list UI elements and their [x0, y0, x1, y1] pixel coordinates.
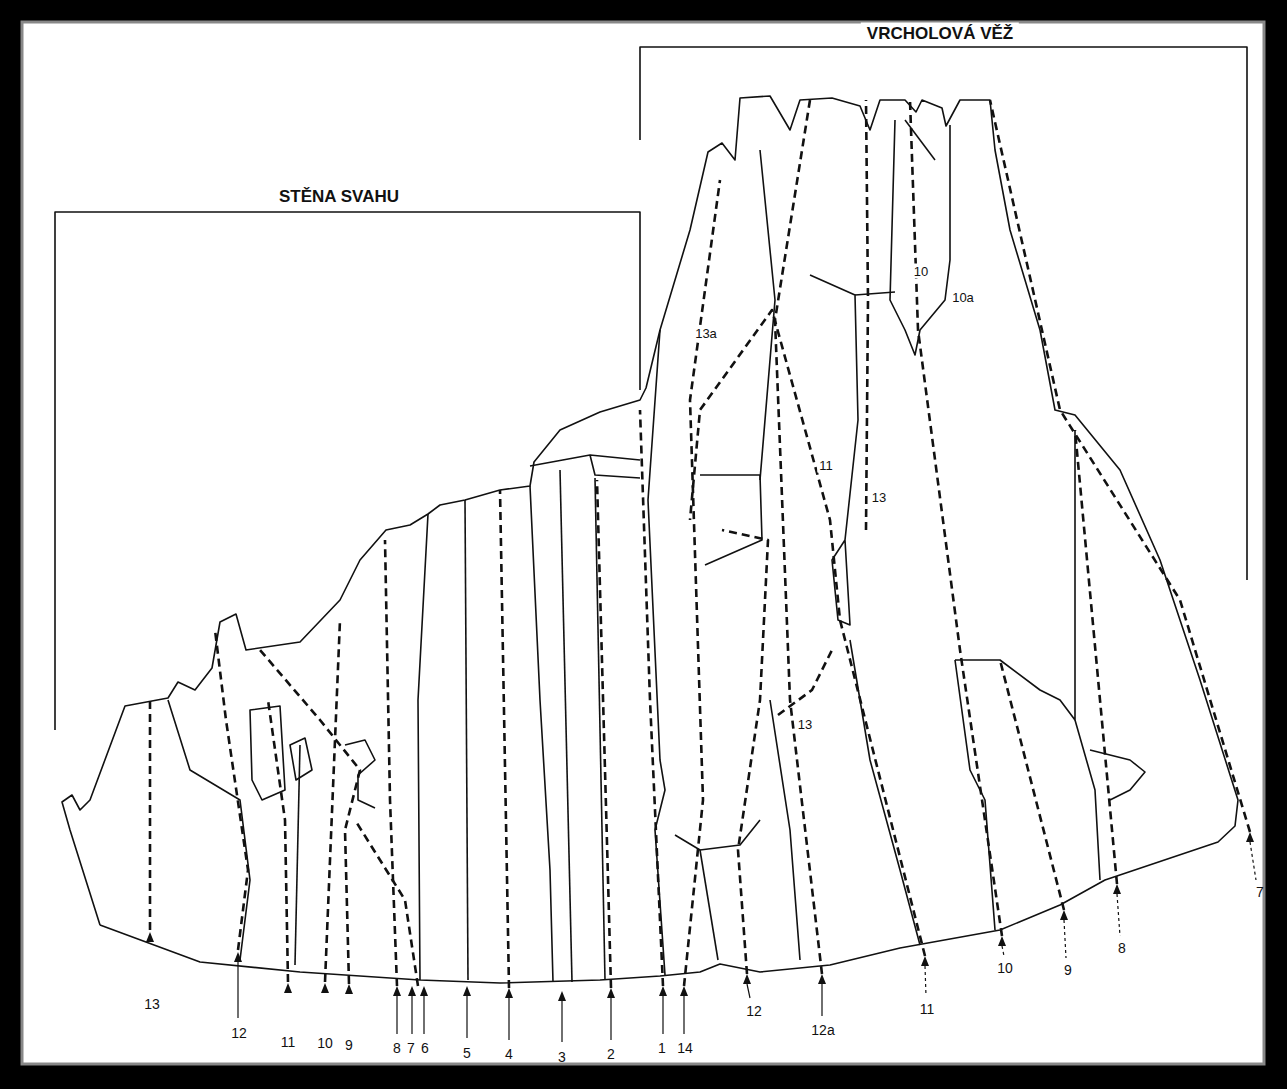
route-number: 8	[391, 1040, 403, 1056]
crack-line	[648, 330, 665, 975]
crack-line	[675, 820, 760, 850]
route-line	[385, 540, 397, 986]
route-number: 14	[675, 1040, 695, 1056]
route-number: 12	[229, 1025, 249, 1041]
crack-line	[890, 120, 950, 355]
route-number: 8	[1116, 940, 1128, 956]
route-number: 1	[656, 1040, 668, 1056]
route-line	[597, 480, 611, 988]
route-number: 6	[419, 1040, 431, 1056]
route-line	[778, 650, 832, 715]
route-line	[640, 410, 663, 986]
crack-line	[530, 486, 553, 982]
route-line	[722, 530, 768, 974]
ledge-line	[530, 455, 640, 466]
crack-line	[295, 745, 300, 965]
route-line	[325, 620, 340, 982]
route-number: 3	[556, 1049, 568, 1065]
route-number: 11	[817, 458, 835, 473]
crack-line	[1090, 750, 1145, 800]
route-line	[1075, 430, 1117, 884]
route-line	[500, 490, 509, 988]
paper	[22, 22, 1264, 1064]
block-outline	[700, 475, 762, 565]
crack-line	[955, 430, 1075, 720]
route-line	[355, 820, 418, 986]
route-number: 7	[405, 1040, 417, 1056]
route-number: 10	[315, 1035, 335, 1051]
route-number: 11	[279, 1034, 298, 1050]
route-number: 12a	[809, 1022, 836, 1038]
section-name: VRCHOLOVÁ VĚŽ	[861, 23, 1019, 44]
route-line	[866, 100, 868, 530]
crack-line	[1075, 720, 1100, 880]
route-number: 13	[796, 717, 814, 732]
crack-line	[700, 850, 718, 960]
crack-line	[905, 120, 935, 160]
route-number: 9	[343, 1037, 355, 1053]
route-number: 12	[744, 1003, 764, 1019]
route-line	[268, 700, 288, 982]
section-bracket	[640, 47, 1247, 580]
rock-hole	[290, 738, 312, 780]
start-arrow	[146, 832, 1254, 1001]
route-number: 11	[918, 1001, 937, 1017]
route-line	[775, 100, 822, 974]
section-name: STĚNA SVAHU	[273, 186, 405, 207]
route-number: 4	[503, 1046, 515, 1062]
crack-line	[560, 470, 572, 982]
crack-line	[955, 660, 995, 930]
route-number: 10a	[950, 290, 976, 305]
ledge-line	[855, 292, 895, 295]
leader-line	[238, 962, 822, 1042]
route-line	[260, 650, 360, 984]
leader-line	[925, 842, 1256, 996]
route-number: 13a	[693, 326, 719, 341]
route-line	[990, 100, 1250, 832]
route-number: 10	[995, 960, 1015, 976]
crack-line	[760, 150, 775, 480]
crack-line	[418, 514, 428, 980]
route-number: 10	[912, 264, 930, 279]
rock-outline	[62, 96, 1238, 983]
route-number: 9	[1062, 962, 1074, 978]
route-line	[149, 700, 152, 930]
route-number: 5	[461, 1045, 473, 1061]
route-number: 2	[605, 1046, 617, 1062]
route-line	[215, 630, 248, 950]
route-number: 13	[870, 490, 888, 505]
crack-line	[465, 500, 468, 980]
route-line	[690, 310, 925, 956]
route-number: 7	[1254, 884, 1266, 900]
route-number: 13	[142, 996, 162, 1012]
crack-line	[168, 700, 250, 960]
route-line	[910, 100, 1002, 936]
route-line	[1000, 660, 1064, 910]
route-line	[684, 180, 720, 986]
ledge-line	[590, 455, 640, 478]
section-bracket	[55, 212, 640, 730]
